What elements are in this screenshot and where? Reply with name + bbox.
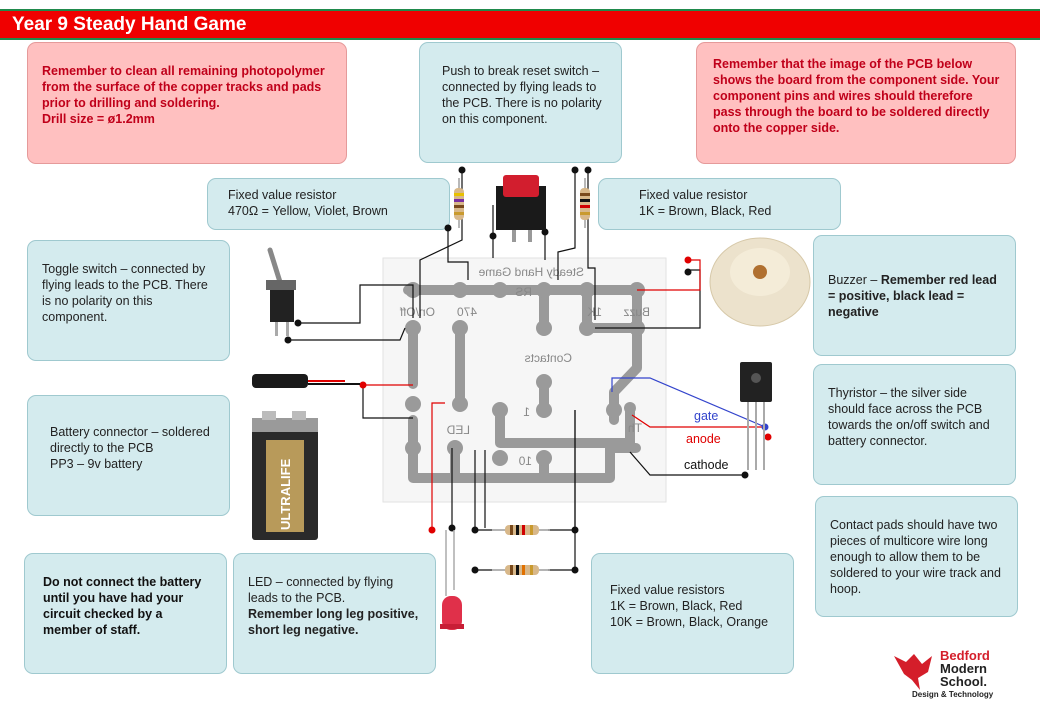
- push-switch-icon: [496, 175, 546, 242]
- led-bold-text: Remember long leg positive, short leg ne…: [248, 607, 419, 637]
- thyristor-note: Thyristor – the silver side should face …: [813, 364, 1016, 485]
- pcb-label-470: 470: [457, 305, 477, 319]
- pcb-label-rs: RS: [515, 285, 532, 299]
- logo-line2: Modern: [940, 661, 987, 676]
- pcb-label-contacts: Contacts: [525, 351, 572, 365]
- battery-icon: ULTRALIFE: [252, 411, 318, 540]
- buzzer-note: Buzzer – Remember red lead = positive, b…: [813, 235, 1016, 356]
- resistor-1k-note: Fixed value resistor 1K = Brown, Black, …: [598, 178, 841, 230]
- resistors-pair-line2: 1K = Brown, Black, Red: [610, 599, 743, 613]
- resistor-pair-1k-icon: [492, 525, 550, 535]
- led-icon: [440, 530, 464, 630]
- pcb-label-1: 1: [523, 405, 530, 419]
- drill-size-text: Drill size = ø1.2mm: [42, 112, 155, 126]
- logo-tagline: Design & Technology: [912, 690, 994, 699]
- resistor-1k-line2: 1K = Brown, Black, Red: [639, 204, 772, 218]
- gate-lead: [611, 377, 766, 428]
- pcb-pads: [405, 282, 645, 466]
- battery-connector-line2: PP3 – 9v battery: [50, 457, 143, 471]
- flying-leads: [288, 170, 745, 571]
- warning-note: Do not connect the battery until you hav…: [24, 553, 227, 674]
- school-logo: Bedford Modern School. Design & Technolo…: [892, 644, 1012, 700]
- title-bar: Year 9 Steady Hand Game: [0, 9, 1040, 40]
- thyristor-gate-label: gate: [694, 409, 718, 423]
- resistor-1k-line1: Fixed value resistor: [639, 188, 748, 202]
- buzzer-bold-text: Remember red lead = positive, black lead…: [828, 273, 997, 319]
- pcb-label-onoff: On/Off: [399, 305, 435, 319]
- resistors-pair-note: Fixed value resistors 1K = Brown, Black,…: [591, 553, 794, 674]
- pcb-label-10: 10: [518, 454, 532, 468]
- resistor-470-line1: Fixed value resistor: [228, 188, 337, 202]
- thyristor-anode-label: anode: [686, 432, 721, 446]
- eagle-icon: [894, 654, 932, 690]
- contact-pads-note: Contact pads should have two pieces of m…: [815, 496, 1018, 617]
- reset-switch-note: Push to break reset switch – connected b…: [419, 42, 622, 163]
- resistor-470-line2: 470Ω = Yellow, Violet, Brown: [228, 204, 388, 218]
- page-title: Year 9 Steady Hand Game: [12, 14, 247, 35]
- resistor-470-icon: [454, 178, 464, 228]
- pcb-side-text: Remember that the image of the PCB below…: [713, 57, 1000, 135]
- resistor-470-note: Fixed value resistor 470Ω = Yellow, Viol…: [207, 178, 450, 230]
- pcb-board: [382, 257, 667, 503]
- cleaning-note: Remember to clean all remaining photopol…: [27, 42, 347, 164]
- toggle-switch-note: Toggle switch – connected by flying lead…: [27, 240, 230, 361]
- buzzer-icon: [709, 237, 811, 327]
- contact-pads-text: Contact pads should have two pieces of m…: [830, 518, 1001, 596]
- led-note: LED – connected by flying leads to the P…: [233, 553, 436, 674]
- reset-switch-text: Push to break reset switch – connected b…: [442, 64, 602, 126]
- buzzer-lead-text: Buzzer –: [828, 273, 881, 287]
- logo-line3: School.: [940, 674, 987, 689]
- battery-brand-text: ULTRALIFE: [278, 458, 293, 530]
- toggle-switch-icon: [266, 247, 296, 336]
- thyristor-text: Thyristor – the silver side should face …: [828, 386, 990, 448]
- pcb-label-buzz: Buzz: [623, 305, 650, 319]
- pcb-tracks: [403, 285, 642, 483]
- pcb-label-led: LED: [446, 423, 470, 437]
- pcb-label-th: Th: [628, 421, 642, 435]
- led-line1: LED – connected by flying leads to the P…: [248, 575, 394, 605]
- pcb-label-title: Steady Hand Game: [478, 265, 584, 279]
- pcb-side-note: Remember that the image of the PCB below…: [696, 42, 1016, 164]
- positive-leads: [363, 259, 768, 530]
- battery-connector-icon: [252, 374, 360, 388]
- resistor-1k-icon: [580, 178, 590, 228]
- thyristor-cathode-label: cathode: [684, 458, 729, 472]
- battery-connector-line1: Battery connector – soldered directly to…: [50, 425, 210, 455]
- pcb-label-1k: 1K: [587, 305, 602, 319]
- battery-connector-note: Battery connector – soldered directly to…: [27, 395, 230, 516]
- logo-line1: Bedford: [940, 648, 990, 663]
- resistors-pair-line1: Fixed value resistors: [610, 583, 725, 597]
- resistor-pair-10k-icon: [492, 565, 550, 575]
- thyristor-icon: [740, 362, 772, 470]
- warning-text: Do not connect the battery until you hav…: [43, 575, 202, 637]
- resistors-pair-line3: 10K = Brown, Black, Orange: [610, 615, 769, 629]
- cleaning-text: Remember to clean all remaining photopol…: [42, 64, 325, 110]
- toggle-switch-text: Toggle switch – connected by flying lead…: [42, 262, 208, 324]
